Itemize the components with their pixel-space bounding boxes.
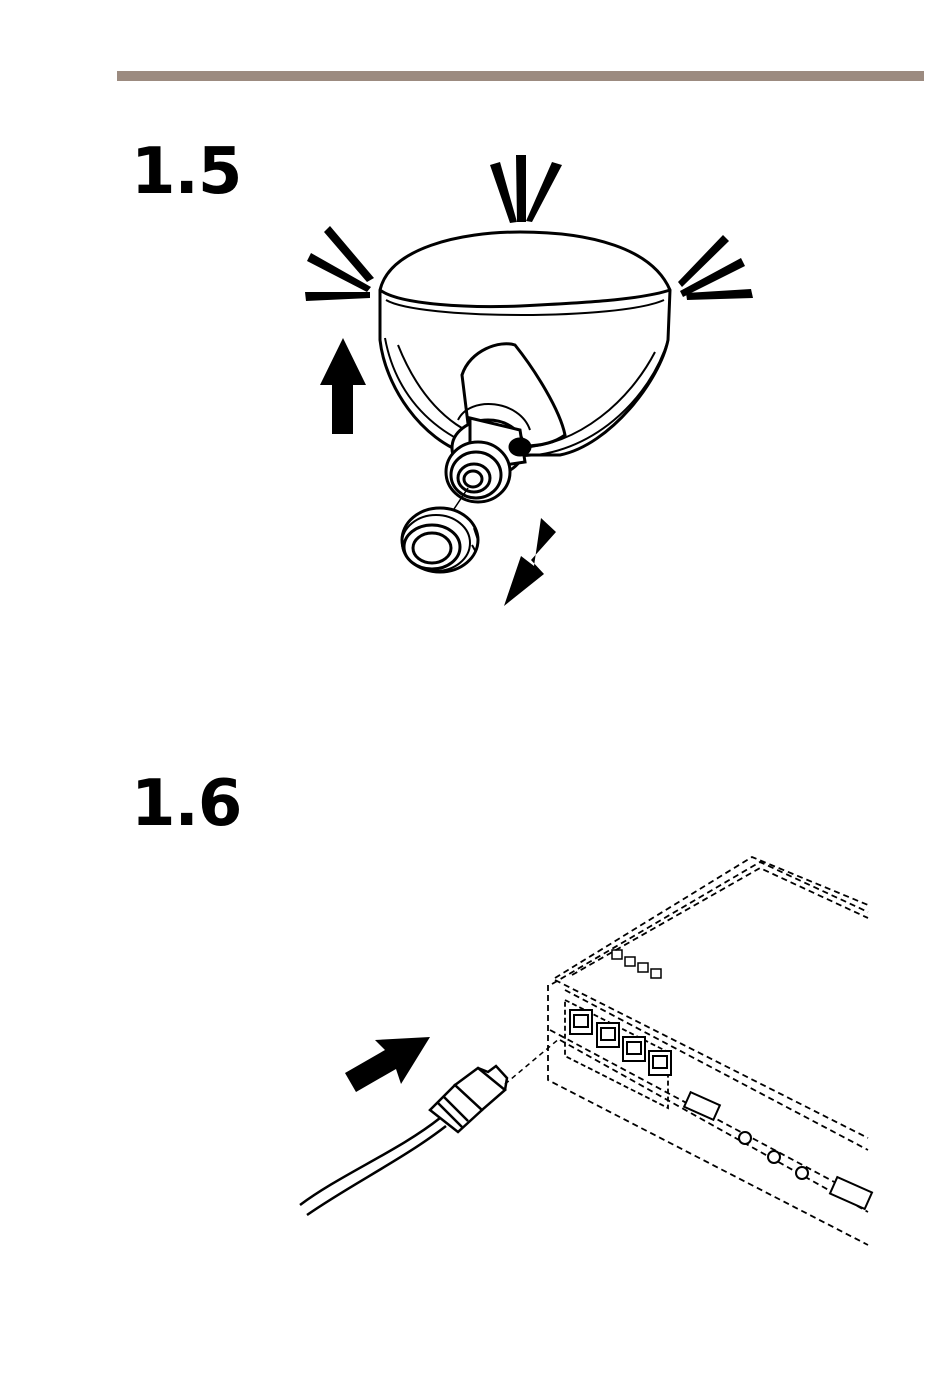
unit-top-vents	[612, 950, 661, 978]
unit-terminals	[684, 1092, 872, 1209]
network-cable	[300, 1066, 507, 1215]
right-arrow-icon	[345, 1037, 430, 1092]
unit-outline-dashed	[548, 857, 868, 1245]
